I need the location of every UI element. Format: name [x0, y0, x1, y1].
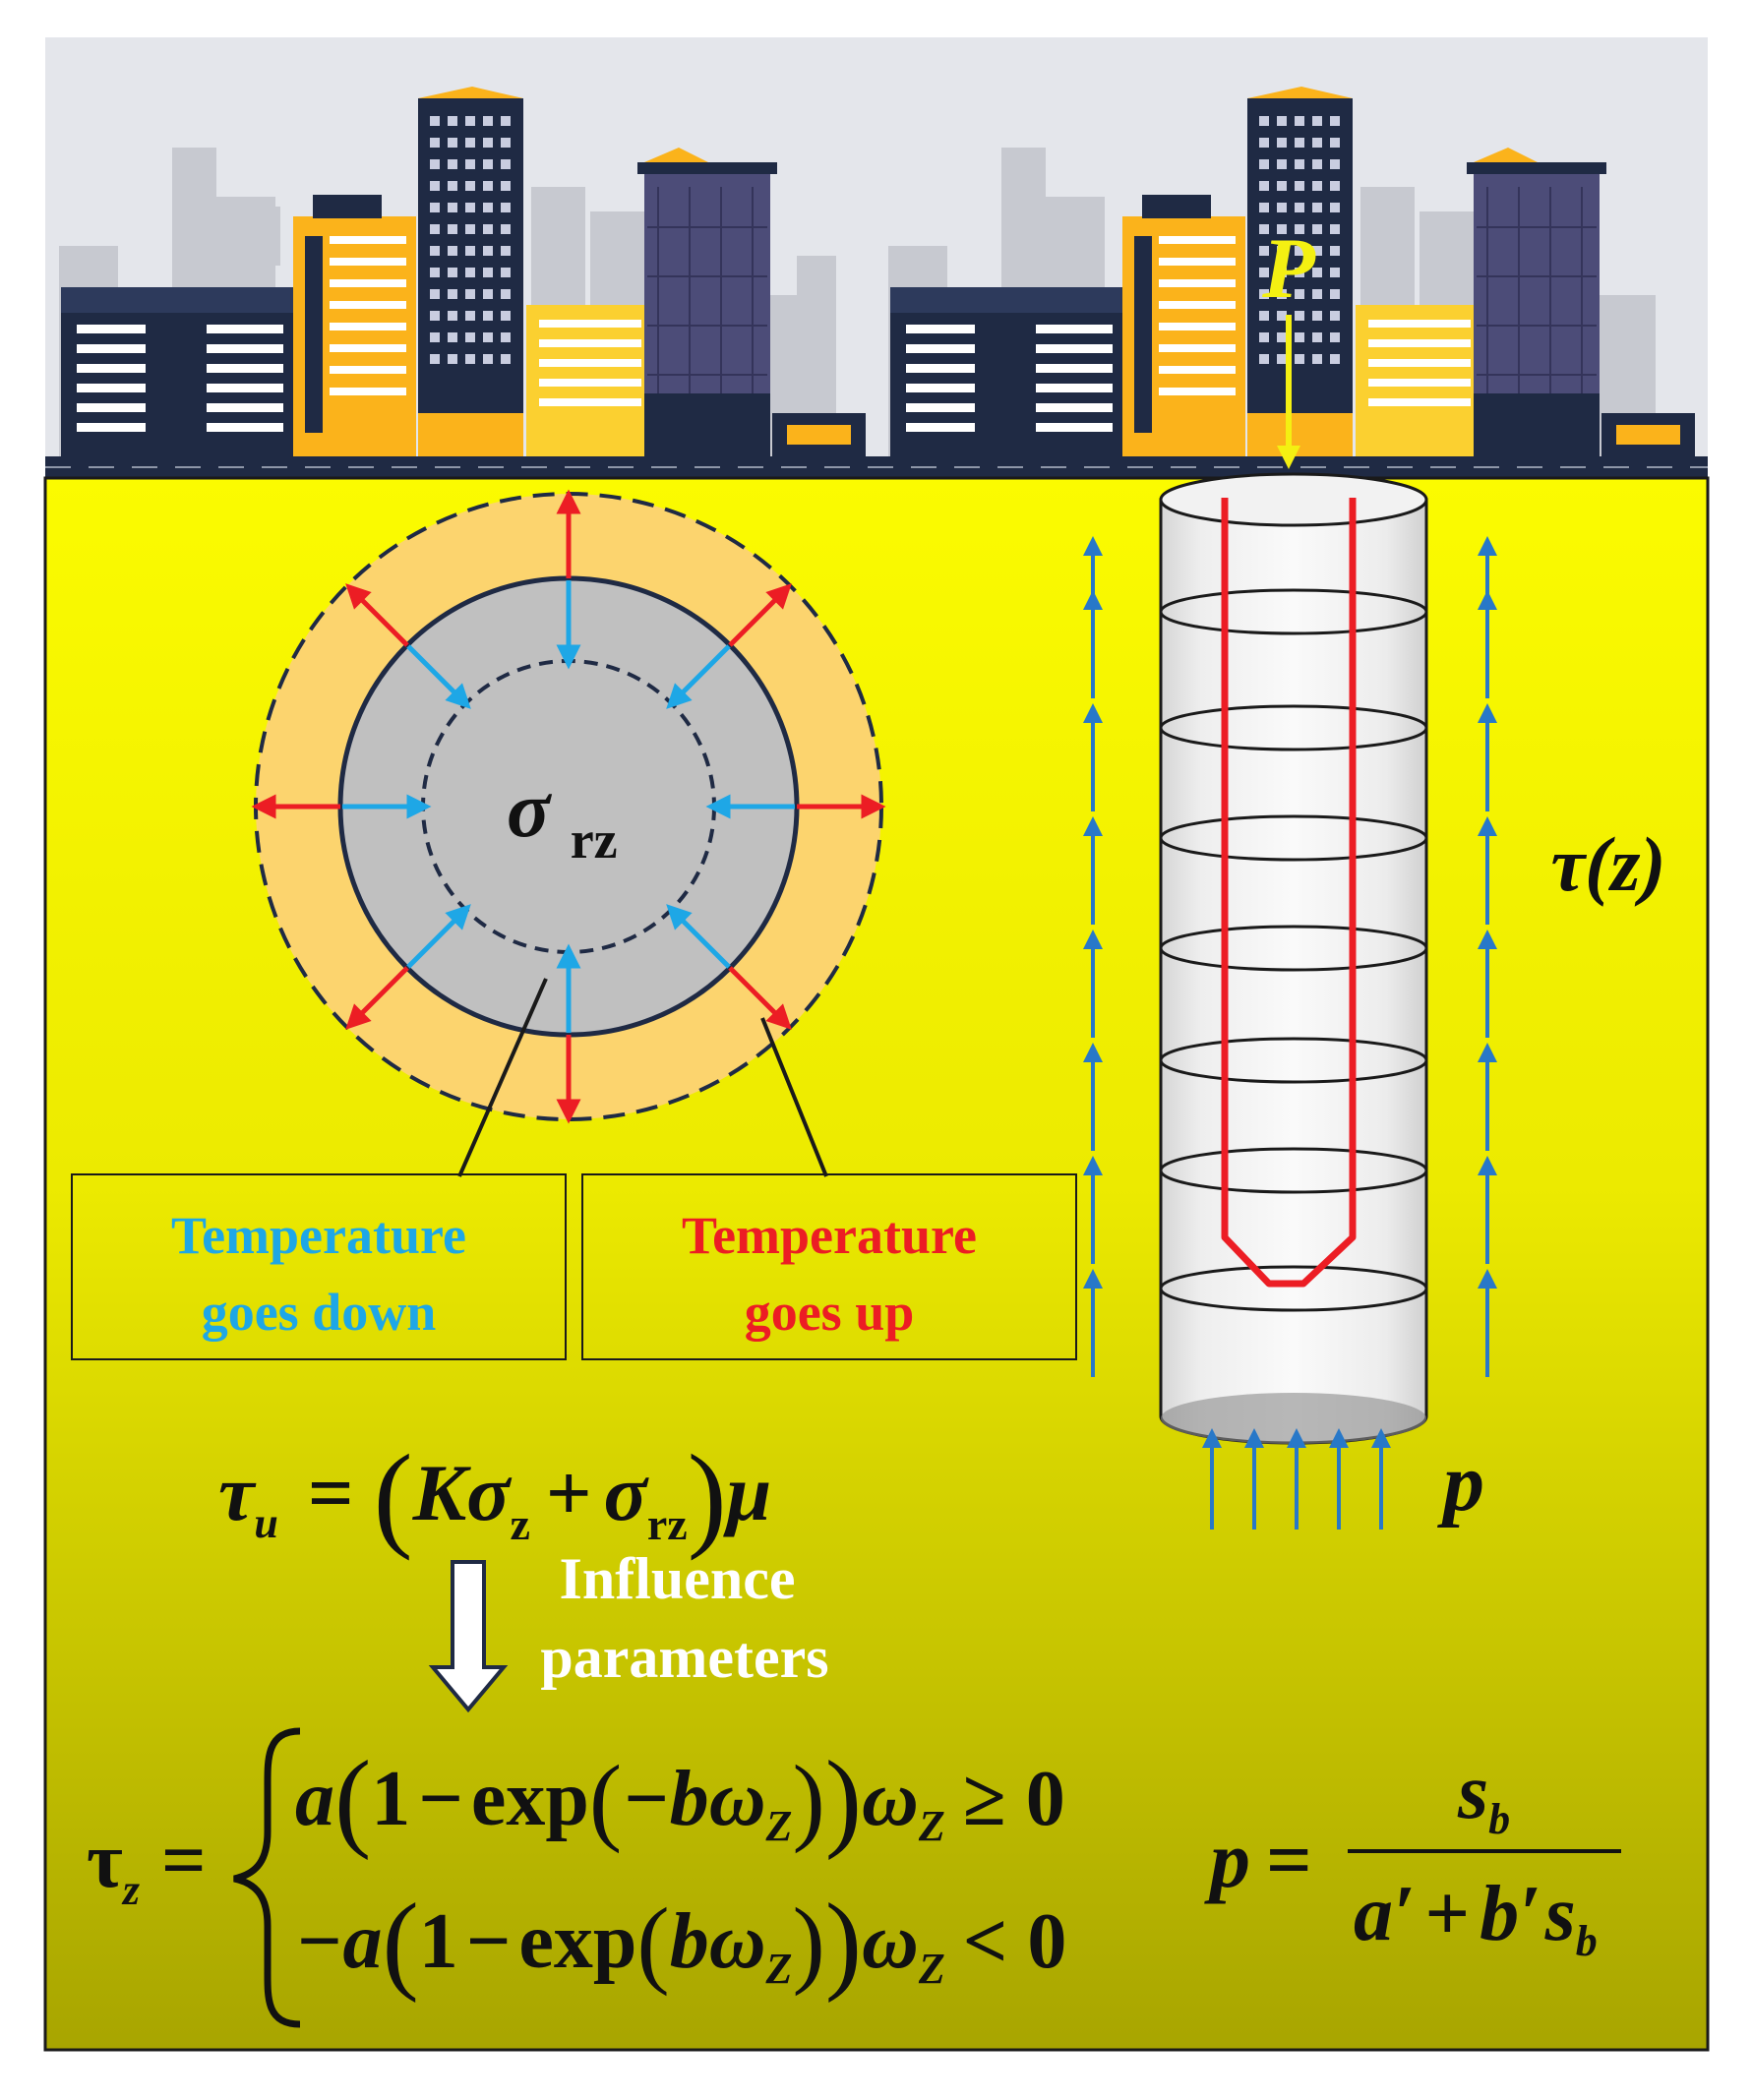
sigma-rz-letter: σ [507, 764, 553, 854]
sigma-rz-symbol: σ rz [507, 764, 618, 870]
skyline-right [888, 87, 1695, 477]
equation-tau-z-case1: a(1−exp(−bωZ))ωZ≥ 0 [295, 1739, 1065, 1861]
pile-rings [1159, 588, 1428, 1312]
equation-tau-z-case2: −a(1−exp(bωZ))ωZ< 0 [295, 1882, 1066, 2004]
equation-tau-z-lhs: τz= [87, 1818, 207, 1914]
equation-p-numerator: sb [1457, 1749, 1510, 1843]
equation-p-lhs: p= [1204, 1815, 1312, 1904]
pile-cross-section: σ rz [251, 489, 886, 1177]
influence-label: Influence parameters [540, 1546, 828, 1690]
equation-p-denominator: a′+b′sb [1354, 1871, 1598, 1965]
heat-exchanger-pipe [1221, 498, 1357, 1288]
influence-arrow [428, 1560, 509, 1713]
cooling-arrows [342, 580, 795, 1033]
cooling-label-line1: Temperature [171, 1206, 466, 1265]
energy-pile: P [1159, 221, 1428, 1445]
cooling-label-box: Temperature goes down [71, 1173, 567, 1360]
heating-label-box: Temperature goes up [581, 1173, 1077, 1360]
heating-label-line1: Temperature [682, 1206, 977, 1265]
leader-line-cooling [457, 978, 548, 1177]
sigma-rz-subscript: rz [571, 810, 618, 870]
shear-label: τ(z) [1551, 821, 1666, 907]
leader-line-heating [760, 1017, 828, 1177]
load-label: P [1261, 221, 1316, 317]
influence-line2: parameters [540, 1625, 828, 1690]
skyline-left [59, 87, 866, 477]
heating-arrows [251, 489, 886, 1124]
pile-top [1159, 472, 1428, 527]
equation-tau-u: τu=(Kσz+σrz)μ [218, 1430, 771, 1561]
heating-label-line2: goes up [744, 1283, 915, 1342]
piecewise-brace [233, 1727, 301, 2028]
base-resistance-label: p [1437, 1437, 1484, 1529]
influence-line1: Influence [560, 1546, 796, 1611]
cooling-label-line2: goes down [201, 1283, 437, 1342]
pile-base-shadow [1161, 1393, 1426, 1444]
base-resistance-arrows [1202, 1428, 1391, 1530]
